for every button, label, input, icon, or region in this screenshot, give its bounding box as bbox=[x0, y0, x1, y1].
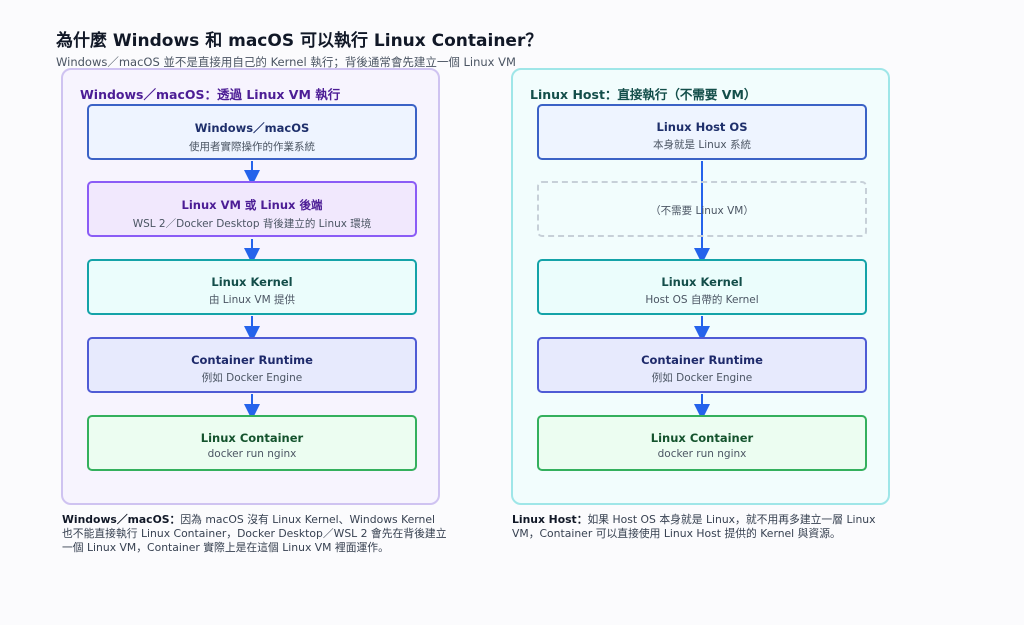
no-vm-placeholder: （不需要 Linux VM） bbox=[537, 181, 867, 237]
box-title: Linux Host OS bbox=[656, 120, 748, 134]
box-title: Container Runtime bbox=[191, 353, 313, 367]
container-runtime-box: Container Runtime 例如 Docker Engine bbox=[537, 337, 867, 393]
page-title: 為什麼 Windows 和 macOS 可以執行 Linux Container… bbox=[56, 31, 543, 51]
box-subtitle: Host OS 自帶的 Kernel bbox=[645, 294, 759, 306]
box-subtitle: 由 Linux VM 提供 bbox=[208, 294, 296, 306]
host-os-box: Windows／macOS 使用者實際操作的作業系統 bbox=[87, 104, 417, 160]
linux-container-box: Linux Container docker run nginx bbox=[537, 415, 867, 471]
note-label: Linux Host： bbox=[512, 513, 588, 526]
linux-host-note: Linux Host：如果 Host OS 本身就是 Linux，就不用再多建立… bbox=[512, 513, 897, 541]
box-subtitle: docker run nginx bbox=[657, 448, 747, 460]
windows-macos-panel: Windows／macOS：透過 Linux VM 執行 Windows／mac… bbox=[61, 68, 440, 505]
box-title: Linux VM 或 Linux 後端 bbox=[181, 198, 323, 212]
container-runtime-box: Container Runtime 例如 Docker Engine bbox=[87, 337, 417, 393]
box-subtitle: docker run nginx bbox=[207, 448, 297, 460]
linux-kernel-box: Linux Kernel Host OS 自帶的 Kernel bbox=[537, 259, 867, 315]
box-subtitle: 本身就是 Linux 系統 bbox=[653, 139, 751, 151]
box-title: Linux Kernel bbox=[211, 275, 293, 289]
box-title: Linux Container bbox=[650, 431, 754, 445]
box-title: Linux Container bbox=[200, 431, 304, 445]
box-title: Container Runtime bbox=[641, 353, 763, 367]
windows-macos-note: Windows／macOS：因為 macOS 沒有 Linux Kernel、W… bbox=[62, 513, 447, 555]
page-subtitle: Windows／macOS 並不是直接用自己的 Kernel 執行；背後通常會先… bbox=[56, 55, 516, 69]
box-subtitle: （不需要 Linux VM） bbox=[650, 205, 754, 217]
linux-host-panel: Linux Host：直接執行（不需要 VM） Linux Host OS 本身… bbox=[511, 68, 890, 505]
box-subtitle: 例如 Docker Engine bbox=[201, 372, 303, 384]
box-title: Windows／macOS bbox=[194, 121, 310, 135]
note-text: 如果 Host OS 本身就是 Linux，就不用再多建立一層 Linux VM… bbox=[512, 513, 876, 540]
box-title: Linux Kernel bbox=[661, 275, 743, 289]
panel-title: Windows／macOS：透過 Linux VM 執行 bbox=[80, 87, 341, 102]
note-text: 因為 macOS 沒有 Linux Kernel、Windows Kernel … bbox=[62, 513, 447, 554]
linux-kernel-box: Linux Kernel 由 Linux VM 提供 bbox=[87, 259, 417, 315]
box-subtitle: 使用者實際操作的作業系統 bbox=[189, 141, 315, 153]
linux-host-os-box: Linux Host OS 本身就是 Linux 系統 bbox=[537, 104, 867, 160]
note-label: Windows／macOS： bbox=[62, 513, 181, 526]
box-subtitle: WSL 2／Docker Desktop 背後建立的 Linux 環境 bbox=[132, 218, 372, 230]
linux-container-box: Linux Container docker run nginx bbox=[87, 415, 417, 471]
panel-title: Linux Host：直接執行（不需要 VM） bbox=[530, 87, 757, 102]
box-subtitle: 例如 Docker Engine bbox=[651, 372, 753, 384]
linux-vm-box: Linux VM 或 Linux 後端 WSL 2／Docker Desktop… bbox=[87, 181, 417, 237]
